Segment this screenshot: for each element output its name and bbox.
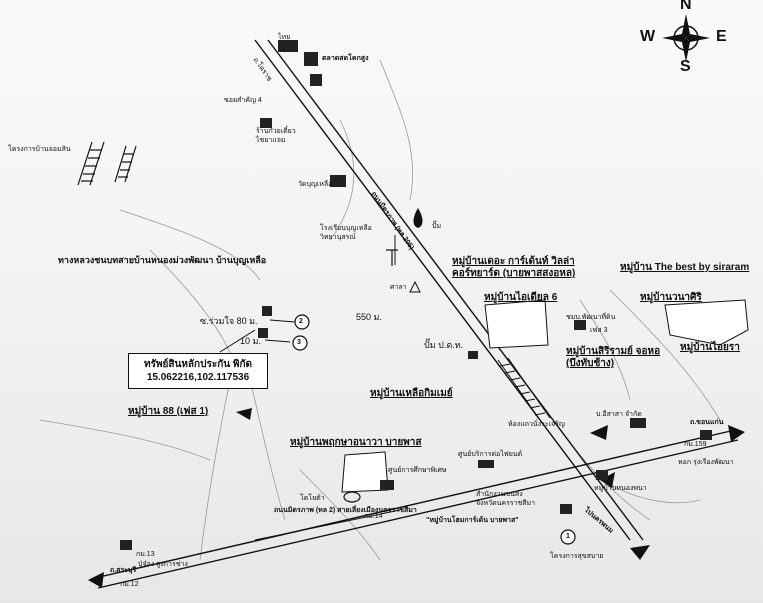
village-nongchai-label: หมู่บ้านหนองพนา (594, 485, 647, 492)
sala-icon (409, 280, 421, 293)
fuel-drop-icon (413, 208, 423, 228)
compass-south: S (680, 58, 691, 75)
marker-3-label: 3 (297, 339, 301, 346)
compass-rose: N S W E (640, 0, 736, 78)
compass-west: W (640, 28, 656, 45)
special-school-label: ศูนย์การศึกษาพิเศษ (388, 467, 447, 474)
school-label: โรงเรียนบุญเหลือ วิทยานุสรณ์ (320, 225, 372, 241)
marker-2-label: 2 (299, 318, 303, 325)
road-arrow-left (88, 572, 104, 588)
village-ideal-label: หมู่บ้านไอเดียล 6 (484, 292, 558, 303)
village-chateau-label: หมู่บ้านเดอะ การ์เด้นท์ วิลล่า คอร์ทยาร์… (452, 256, 576, 279)
village-siriram-label: หมู่บ้านสิริรามย์ จอหอ (บึงทับช้าง) (566, 346, 661, 369)
km-13-label: กม.13 (136, 551, 155, 558)
project-sukhumvit-label: โครงการสุขสบาย (550, 553, 604, 560)
road-arrow-right (728, 425, 745, 442)
parcel-wanasiri (664, 299, 749, 346)
village-home-label: "หมู่บ้านโฮมการ์เด้น บายพาส" (426, 517, 519, 524)
marker-1-label: 1 (566, 533, 570, 540)
ladder-1 (77, 141, 105, 186)
railway-hatch (497, 357, 551, 421)
housing-top-left-label: โครงการบ้านจอมสิน (8, 146, 71, 153)
parcel-ideal (484, 299, 549, 349)
top-sign-label: ไทย (278, 34, 291, 41)
village-best-label: หมู่บ้าน The best by siraram (620, 262, 750, 273)
car-center-label: ศูนย์บริการต่อไฟยนต์ (458, 451, 523, 458)
noodle-shop-label: ร้านก๋วยเตี๋ยว ไชยาแจม (256, 128, 296, 144)
distance-550-label: 550 ม. (356, 312, 382, 322)
toyota-logo-icon (343, 491, 361, 503)
pasture-label: หอก รุ่งเรืองพัฒนา (678, 459, 734, 466)
tower-icon (386, 249, 398, 266)
village-wanasiri-label: หมู่บ้านวนาศิริ (640, 292, 702, 303)
asset-title: ทรัพย์สินหลักประกัน พิกัด (143, 359, 253, 370)
soi-ruamjai-label: ซ.ร่วมใจ 80 ม. (200, 316, 258, 326)
sub-dev-phase-label: เฟส 3 (590, 327, 608, 334)
asset-coords: 15.062216,102.117536 (146, 372, 250, 383)
road-arrow-se (630, 545, 650, 560)
gas-ptt-label: ปั๊ม ป.ต.ท. (424, 340, 464, 350)
fuel-label: ปั๊ม (432, 223, 442, 230)
sub-dev-label: ชมบ.พัฒนาที่ดิน (566, 314, 616, 321)
friendship-road-label: ถนนมิตรภาพ (ทล 2) สายเลี่ยงเมืองนครราชสี… (274, 507, 417, 514)
building-icons (120, 40, 712, 550)
market-label: ตลาดสดโคกสูง (322, 55, 369, 62)
soi-label: ซอยสำคัญ 4 (224, 97, 262, 104)
asset-coordinate-box: ทรัพย์สินหลักประกัน พิกัด 15.062216,102.… (128, 353, 268, 389)
sala-label: ศาลา (390, 284, 407, 291)
village-pruksa-label: หมู่บ้านพฤกษาอนาวา บายพาส (290, 437, 422, 448)
compass-east: E (716, 28, 727, 45)
marker-circles (292, 314, 576, 545)
soi-ruamjai-10-label: 10 ม. (240, 336, 261, 346)
km-12-label: กม.12 (120, 581, 139, 588)
compass-icon (662, 14, 710, 62)
compass-north: N (680, 0, 692, 13)
gold-shop-label: ห้องแถวนั่งระเจริญ (508, 421, 565, 428)
tech-school-label: ปู่จ๋อง สูงการช่าง (138, 561, 188, 568)
km-159-label: กม.159 (684, 441, 707, 448)
company-isan-label: บ.อีสาสา จำกัด (596, 411, 642, 418)
traffic-office-label: สำนักงานขนส่ง จังหวัดนครราชสีมา (476, 491, 536, 507)
village-ideal2-label: หมู่บ้านไอยรา (680, 342, 740, 353)
road-saraburi-label: ถ.สระบุรี (110, 567, 137, 574)
bypass-road (94, 429, 739, 589)
main-road (254, 39, 644, 541)
village-lek-label: หมู่บ้านเหลือกิมเมย์ (370, 388, 453, 399)
ladder-2 (114, 145, 137, 183)
village-banner-label: ทางหลวงชนบทสายบ้านหนองม่วงพัฒนา บ้านบุญเ… (58, 255, 267, 265)
village-88-label: หมู่บ้าน 88 (เฟส 1) (128, 406, 209, 417)
road-khonkaen-label: ถ.ขอนแก่น (690, 419, 724, 426)
km-14-label: กม.14 (364, 513, 383, 520)
temple-label: วัดบุญเหลือ (298, 181, 333, 188)
toyota-label: โตโยต้า (300, 495, 325, 502)
